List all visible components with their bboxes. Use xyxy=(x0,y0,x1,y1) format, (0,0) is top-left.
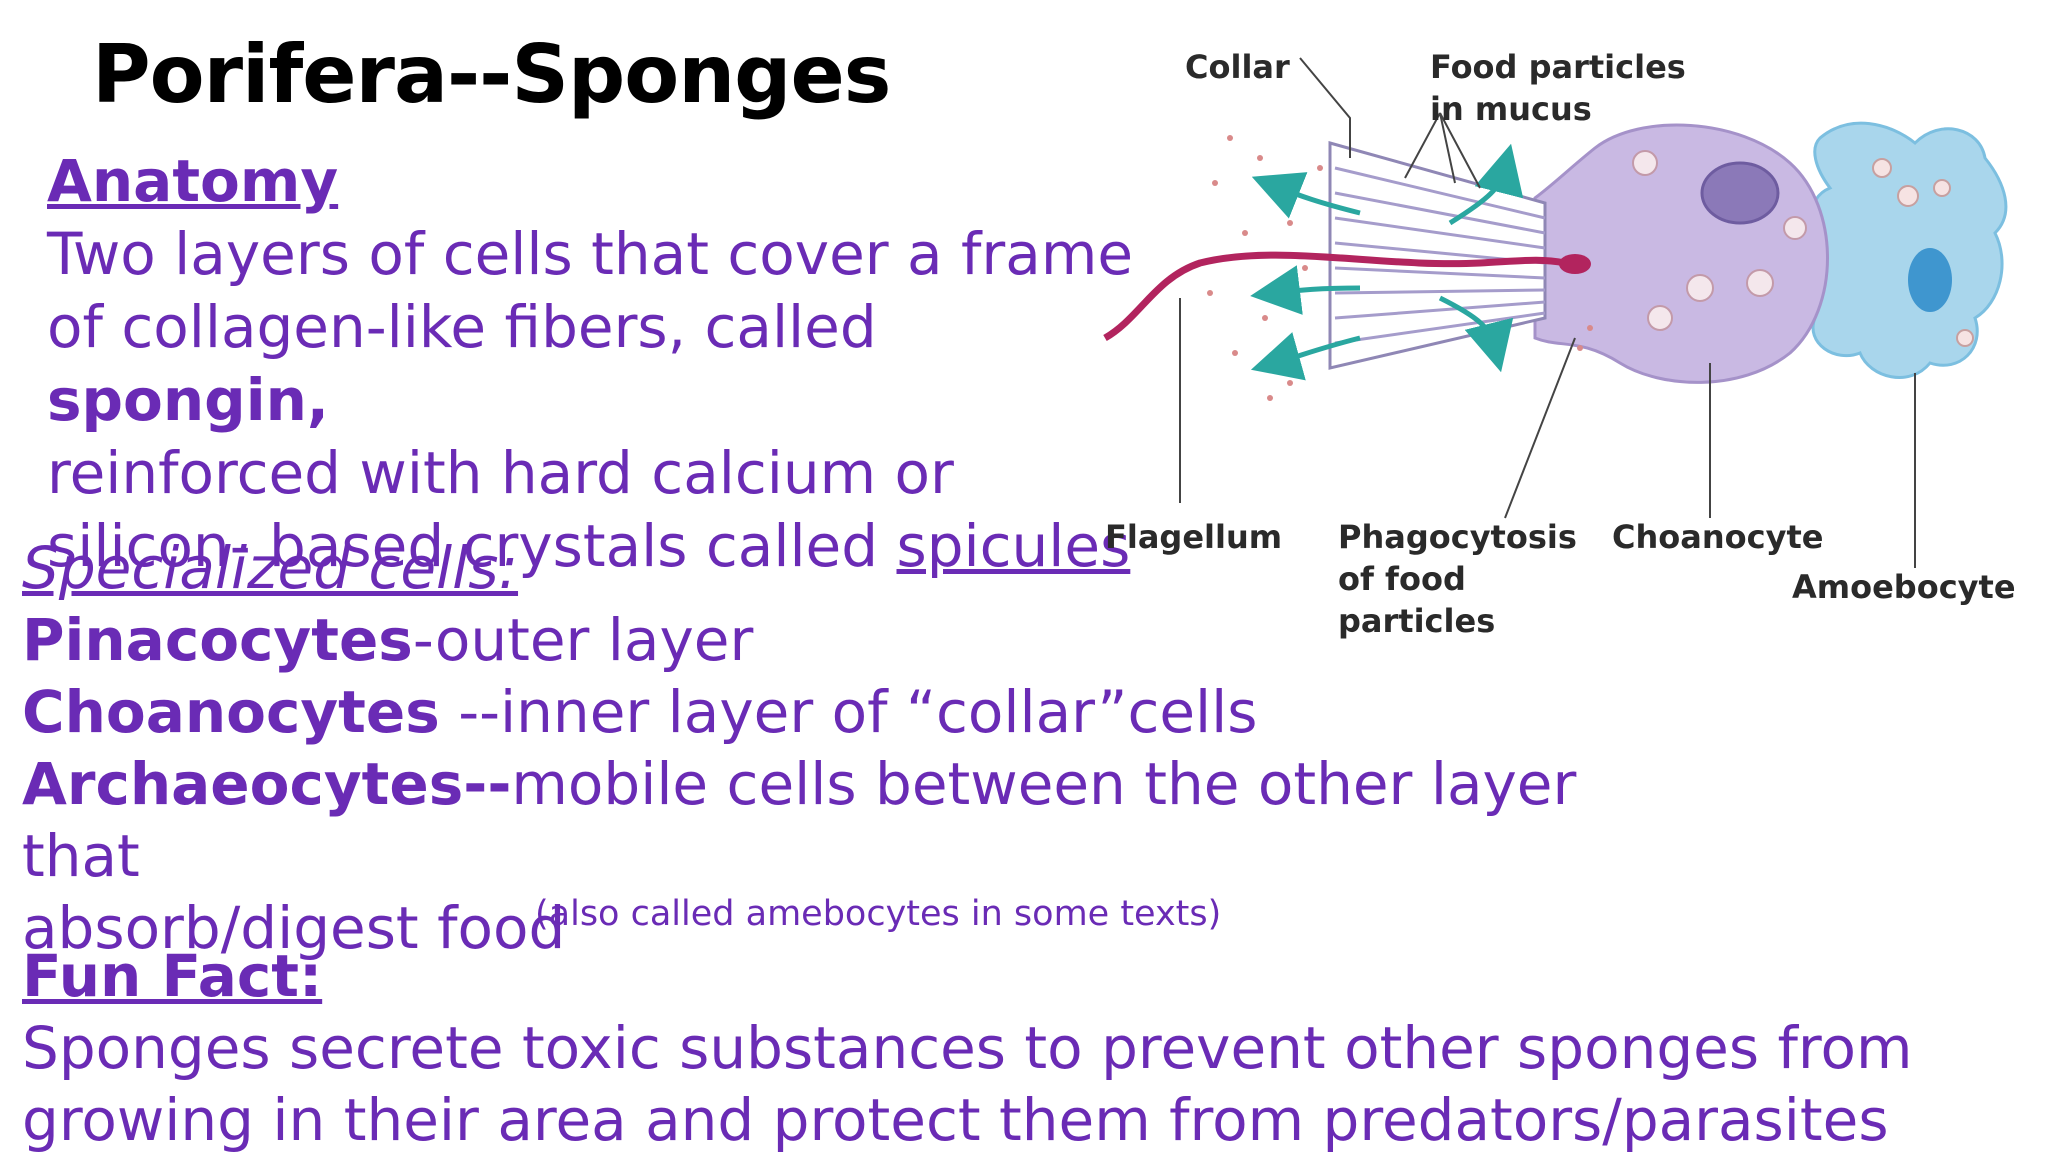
food-vacuole xyxy=(1632,150,1658,176)
choanocyte-cell xyxy=(1533,123,1829,384)
label-phagocytosis-1: Phagocytosis xyxy=(1338,518,1577,556)
specialized-cells-section: Specialized cells: Pinacocytes-outer lay… xyxy=(22,532,1662,964)
cell-desc: --inner layer of “collar”cells xyxy=(439,678,1258,746)
label-choanocyte: Choanocyte xyxy=(1612,518,1823,556)
cell-desc: -outer layer xyxy=(412,606,754,674)
flagellum-base xyxy=(1559,254,1591,274)
label-phagocytosis-2: of food xyxy=(1338,560,1466,598)
choanocyte-diagram: Collar Food particles in mucus Flagellum… xyxy=(1103,48,2016,640)
anatomy-heading: Anatomy xyxy=(47,147,339,215)
anatomy-line-4-text: silicon- based crystals called xyxy=(47,512,897,580)
amebocytes-note: (also called amebocytes in some texts) xyxy=(535,894,1222,934)
anatomy-line-3: reinforced with hard calcium or xyxy=(47,439,954,507)
label-food-particles-1: Food particles xyxy=(1430,48,1686,86)
food-particles xyxy=(1207,135,1593,401)
fun-fact-line-2: growing in their area and protect them f… xyxy=(22,1086,1889,1154)
food-vacuole xyxy=(1746,269,1774,297)
cell-item-continuation: absorb/digest food xyxy=(22,894,566,962)
specialized-heading: Specialized cells: xyxy=(22,534,519,602)
label-phagocytosis-3: particles xyxy=(1338,602,1495,640)
food-vacuole xyxy=(1783,216,1807,240)
label-amoebocyte: Amoebocyte xyxy=(1792,568,2016,606)
cell-item-archaeocytes: Archaeocytes--mobile cells between the o… xyxy=(22,748,1662,892)
cell-item-choanocytes: Choanocytes --inner layer of “collar”cel… xyxy=(22,676,1662,748)
spongin-term: spongin, xyxy=(47,366,329,434)
flagellum xyxy=(1103,251,1566,342)
amoebocyte-vacuole xyxy=(1933,179,1951,197)
amoebocyte-vacuole xyxy=(1872,158,1892,178)
anatomy-section: Anatomy Two layers of cells that cover a… xyxy=(47,145,1147,583)
cell-term: Choanocytes xyxy=(22,678,440,746)
label-flagellum: Flagellum xyxy=(1105,518,1282,556)
fun-fact-line-1: Sponges secrete toxic substances to prev… xyxy=(22,1014,1913,1082)
anatomy-line-4: silicon- based crystals called spicules xyxy=(47,510,1147,583)
food-vacuole xyxy=(1647,305,1673,331)
label-food-particles-2: in mucus xyxy=(1430,90,1592,128)
cell-item-pinacocytes: Pinacocytes-outer layer xyxy=(22,604,1662,676)
water-flow-arrows xyxy=(1250,143,1524,381)
anatomy-line-2: of collagen-like fibers, called spongin, xyxy=(47,291,1147,437)
amoebocyte-nucleus xyxy=(1908,248,1952,312)
anatomy-line-2-text: of collagen-like fibers, called xyxy=(47,293,877,361)
cell-desc: mobile cells between the other layer tha… xyxy=(22,750,1577,890)
choanocyte-nucleus xyxy=(1700,161,1780,225)
page-title: Porifera--Sponges xyxy=(92,28,891,121)
cell-term: Pinacocytes xyxy=(22,606,413,674)
anatomy-line-1: Two layers of cells that cover a frame xyxy=(47,220,1133,288)
cell-term: Archaeocytes-- xyxy=(22,750,512,818)
collar xyxy=(1328,141,1547,370)
fun-fact-heading: Fun Fact: xyxy=(22,942,323,1010)
amoebocyte-cell xyxy=(1802,121,2008,379)
spicules-term: spicules xyxy=(896,512,1131,580)
fun-fact-section: Fun Fact: Sponges secrete toxic substanc… xyxy=(22,940,2022,1156)
amoebocyte-vacuole xyxy=(1897,185,1919,207)
food-vacuole xyxy=(1686,274,1714,302)
label-collar: Collar xyxy=(1185,48,1290,86)
amoebocyte-vacuole xyxy=(1956,329,1974,347)
